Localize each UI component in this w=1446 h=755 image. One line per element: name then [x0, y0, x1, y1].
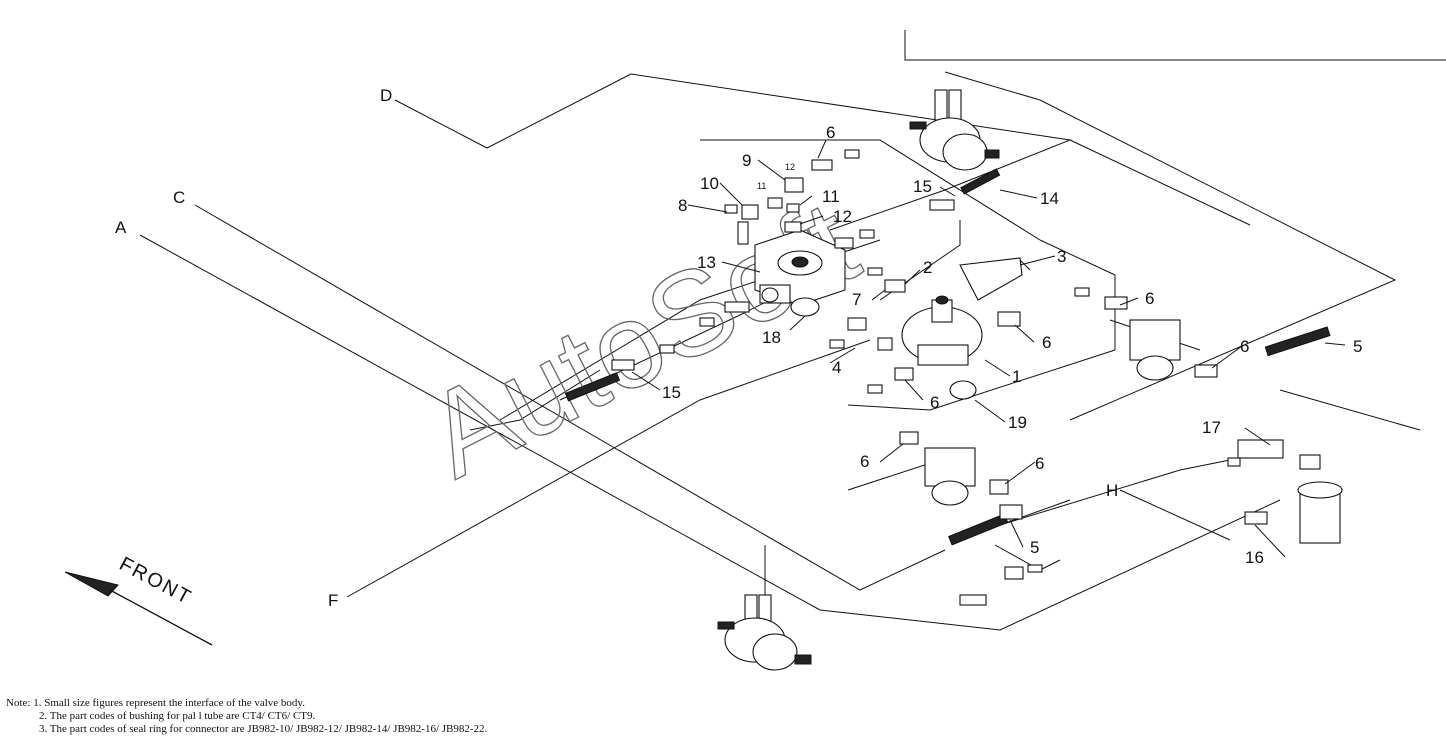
- callout-2: 2: [923, 258, 932, 277]
- callout-3: 3: [1057, 247, 1066, 266]
- spring-hose-15-left: [564, 372, 621, 402]
- callout-19: 19: [1008, 413, 1027, 432]
- callout-10: 10: [700, 174, 719, 193]
- spring-hose-5-lower: [948, 513, 1009, 546]
- callouts: 1 2 3 4 5 5 6 6 6 6 6 6 6 7 8 9 10 11 12…: [662, 123, 1362, 567]
- callout-6e: 6: [930, 393, 939, 412]
- callout-6a: 6: [826, 123, 835, 142]
- callout-5b: 5: [1030, 538, 1039, 557]
- callout-6f: 6: [860, 452, 869, 471]
- letter-h: H: [1106, 481, 1118, 500]
- air-filter-16: [1297, 481, 1343, 544]
- callout-14: 14: [1040, 189, 1059, 208]
- callout-11: 11: [822, 187, 840, 206]
- note-1: 1. Small size figures represent the inte…: [33, 697, 305, 709]
- front-arrow-head: [64, 571, 119, 597]
- letter-f: F: [328, 591, 338, 610]
- leader-lines: [631, 139, 1346, 558]
- callout-12: 12: [833, 207, 852, 226]
- note-2: 2. The part codes of bushing for pal l t…: [39, 710, 316, 722]
- callout-13: 13: [697, 253, 716, 272]
- notes-block: Note: 1. Small size figures represent th…: [6, 697, 906, 736]
- front-arrow: FRONT: [64, 553, 213, 646]
- callout-18: 18: [762, 328, 781, 347]
- callout-16: 16: [1245, 548, 1264, 567]
- callout-6d: 6: [1240, 337, 1249, 356]
- callout-7: 7: [852, 290, 861, 309]
- callout-6g: 6: [1035, 454, 1044, 473]
- watermark: AutoSoft: [406, 175, 877, 503]
- note-row-1: Note: 1. Small size figures represent th…: [6, 697, 906, 710]
- bracket-3: [959, 257, 1023, 301]
- callout-5a: 5: [1353, 337, 1362, 356]
- letter-a: A: [115, 218, 127, 237]
- note-prefix: Note:: [6, 697, 31, 709]
- brake-chamber-top: [909, 89, 1000, 171]
- note-row-2: 2. The part codes of bushing for pal l t…: [6, 710, 906, 723]
- letter-d: D: [380, 86, 392, 105]
- note-3: 3. The part codes of seal ring for conne…: [39, 723, 488, 735]
- note-row-3: 3. The part codes of seal ring for conne…: [6, 723, 906, 736]
- callout-6b: 6: [1145, 289, 1154, 308]
- fittings: [611, 149, 1321, 606]
- front-label: FRONT: [116, 553, 196, 609]
- quick-release-valve-lower: [924, 447, 976, 506]
- spring-hose-14: [960, 168, 1001, 195]
- callout-4: 4: [832, 358, 841, 377]
- callout-15b: 15: [662, 383, 681, 402]
- letter-c: C: [173, 188, 185, 207]
- callout-15a: 15: [913, 177, 932, 196]
- brake-valve-1: [901, 295, 983, 366]
- route-letters: A C D F H: [115, 86, 1118, 610]
- callout-1: 1: [1012, 367, 1021, 386]
- quick-release-valve-right: [1129, 319, 1181, 381]
- callout-17: 17: [1202, 418, 1221, 437]
- brake-chamber-bottom: [717, 594, 812, 671]
- small-label-12: 12: [785, 162, 795, 172]
- callout-8: 8: [678, 196, 687, 215]
- callout-9: 9: [742, 151, 751, 170]
- small-label-11: 11: [757, 181, 766, 191]
- relay-valve-13: [754, 229, 846, 306]
- spring-hose-5-right: [1264, 326, 1331, 357]
- callout-6c: 6: [1042, 333, 1051, 352]
